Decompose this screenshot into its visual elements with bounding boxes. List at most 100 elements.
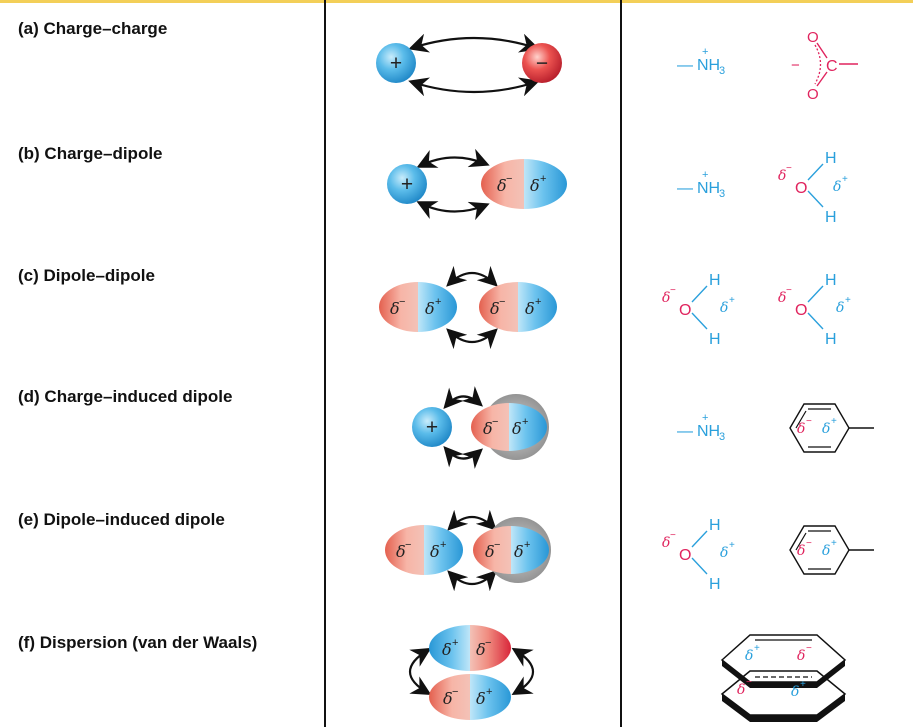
svg-text:−: −	[499, 296, 505, 308]
positive-ion-sphere	[376, 43, 416, 83]
row-label-b: (b) Charge–dipole	[18, 144, 163, 163]
svg-text:δ: δ	[822, 421, 830, 437]
svg-text:H: H	[825, 272, 837, 289]
svg-text:—: —	[677, 423, 693, 440]
nh3-group: NH	[697, 57, 720, 74]
svg-text:−: −	[746, 677, 752, 688]
svg-text:δ: δ	[737, 682, 745, 698]
svg-text:−: −	[452, 686, 458, 698]
induced-dipole-ellipse	[473, 526, 549, 574]
charge-induced-dipole-model: + δ − δ +	[412, 386, 549, 469]
attraction-arrow-bottom	[443, 446, 483, 469]
top-rule	[0, 0, 913, 3]
svg-text:δ: δ	[778, 168, 786, 184]
svg-text:−: −	[485, 637, 491, 649]
svg-text:−: −	[405, 539, 411, 551]
svg-text:δ: δ	[514, 542, 524, 561]
attraction-arrow-top	[443, 386, 483, 409]
svg-text:δ: δ	[525, 299, 535, 318]
svg-text:δ: δ	[833, 179, 841, 195]
benzene-ring-top: δ + δ −	[720, 634, 847, 688]
svg-text:δ: δ	[443, 689, 453, 708]
oxygen: O	[795, 180, 807, 197]
svg-text:O: O	[795, 302, 807, 319]
row-label-c: (c) Dipole–dipole	[18, 266, 155, 285]
svg-text:+: +	[435, 296, 441, 308]
svg-text:δ: δ	[745, 648, 753, 664]
benzene-ring: δ − δ +	[789, 525, 874, 575]
stacked-benzene-example: δ + δ − δ − δ +	[720, 634, 847, 722]
svg-text:—: —	[677, 180, 693, 197]
svg-text:−: −	[399, 296, 405, 308]
attraction-arrow-bottom	[446, 328, 498, 350]
svg-text:−: −	[670, 285, 676, 296]
svg-text:O: O	[679, 302, 691, 319]
attraction-arrow-bottom	[447, 570, 497, 592]
instantaneous-dipole-top	[429, 625, 511, 671]
svg-text:+: +	[842, 174, 848, 185]
svg-text:+: +	[754, 643, 760, 654]
ammonium-water-example: — NH 3 + δ − O H H δ +	[677, 150, 848, 226]
svg-text:+: +	[845, 295, 851, 306]
plus-sign: +	[426, 416, 438, 439]
svg-text:δ: δ	[797, 543, 805, 559]
benzene-ring: δ − δ +	[789, 403, 874, 453]
attraction-arrow-top	[447, 509, 497, 531]
svg-text:−: −	[806, 643, 812, 654]
svg-text:−: −	[492, 416, 498, 428]
svg-text:3: 3	[719, 431, 725, 443]
svg-text:H: H	[709, 331, 721, 348]
svg-text:+: +	[452, 637, 458, 649]
svg-text:δ: δ	[836, 300, 844, 316]
svg-text:δ: δ	[483, 419, 493, 438]
delta-plus: δ	[530, 176, 540, 195]
nh3-subscript: 3	[719, 65, 725, 77]
svg-text:δ: δ	[485, 542, 495, 561]
charge-dipole-model: + δ − δ +	[387, 148, 567, 221]
svg-text:δ: δ	[396, 542, 406, 561]
positive-ion-sphere	[412, 407, 452, 447]
svg-text:δ: δ	[430, 542, 440, 561]
svg-text:+: +	[831, 538, 837, 549]
svg-text:δ: δ	[512, 419, 522, 438]
carbon: C	[826, 58, 838, 75]
svg-text:δ: δ	[822, 543, 830, 559]
induced-dipole-ellipse	[471, 403, 547, 451]
water-molecule: δ − O H H δ +	[662, 517, 735, 593]
attraction-arrow-bottom	[416, 201, 490, 221]
minus-sign: −	[536, 52, 548, 75]
svg-text:δ: δ	[442, 640, 452, 659]
row-label-a: (a) Charge–charge	[18, 19, 168, 38]
dipole-ellipse-right	[479, 282, 557, 332]
column-divider-left	[324, 0, 326, 727]
attraction-arrow-bottom	[408, 77, 540, 97]
svg-text:δ: δ	[791, 684, 799, 700]
negative-ion-sphere	[522, 43, 562, 83]
nh3-group: NH	[697, 423, 720, 440]
svg-text:+: +	[522, 416, 528, 428]
hydrogen-top: H	[825, 150, 837, 167]
dipole-dipole-model: δ − δ + δ − δ +	[379, 265, 557, 350]
svg-text:δ: δ	[490, 299, 500, 318]
svg-text:H: H	[709, 576, 721, 593]
svg-text:δ: δ	[797, 648, 805, 664]
svg-text:δ: δ	[476, 640, 486, 659]
instantaneous-dipole-bottom	[429, 674, 511, 720]
svg-text:δ: δ	[425, 299, 435, 318]
attraction-arrow-top	[416, 148, 490, 168]
svg-text:+: +	[729, 295, 735, 306]
benzene-ring-bottom: δ − δ +	[720, 670, 847, 722]
svg-text:+: +	[540, 173, 546, 185]
svg-text:H: H	[709, 272, 721, 289]
carboxylate-group: − O O C	[791, 29, 858, 103]
svg-text:+: +	[831, 416, 837, 427]
dipole-ellipse	[385, 525, 463, 575]
row-label-e: (e) Dipole–induced dipole	[18, 510, 225, 529]
svg-text:δ: δ	[476, 689, 486, 708]
charge-charge-model: + −	[376, 33, 562, 97]
water-molecule-left: δ − O H H δ +	[662, 272, 735, 348]
svg-text:+: +	[702, 169, 708, 181]
nh3-charge: +	[702, 46, 708, 58]
svg-text:O: O	[679, 547, 691, 564]
